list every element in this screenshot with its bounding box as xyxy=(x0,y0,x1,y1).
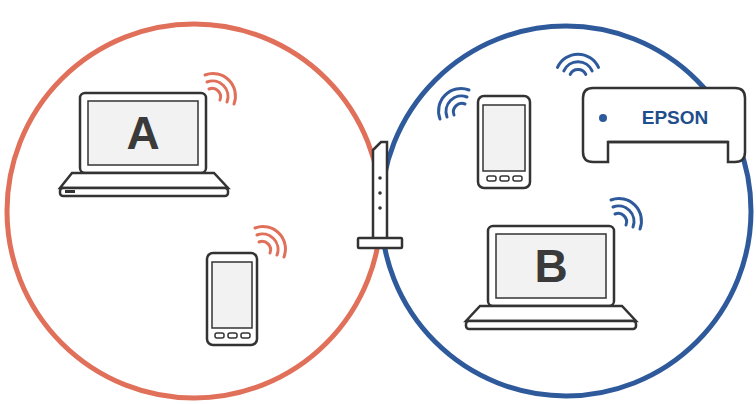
printer-body: EPSON xyxy=(612,98,738,138)
laptop-icon xyxy=(60,93,228,196)
printer-icon xyxy=(583,88,745,162)
laptop-icon xyxy=(466,226,636,329)
router-icon xyxy=(358,142,402,248)
device-label: A xyxy=(126,108,159,159)
smartphone-icon xyxy=(478,96,530,188)
network-circle-a xyxy=(7,24,381,398)
laptop-screen: B xyxy=(496,234,606,298)
device-label: B xyxy=(534,241,567,292)
network-circle-b xyxy=(381,26,751,396)
device-label: EPSON xyxy=(642,108,709,129)
smartphone-icon xyxy=(207,253,257,345)
laptop-screen: A xyxy=(88,101,198,165)
